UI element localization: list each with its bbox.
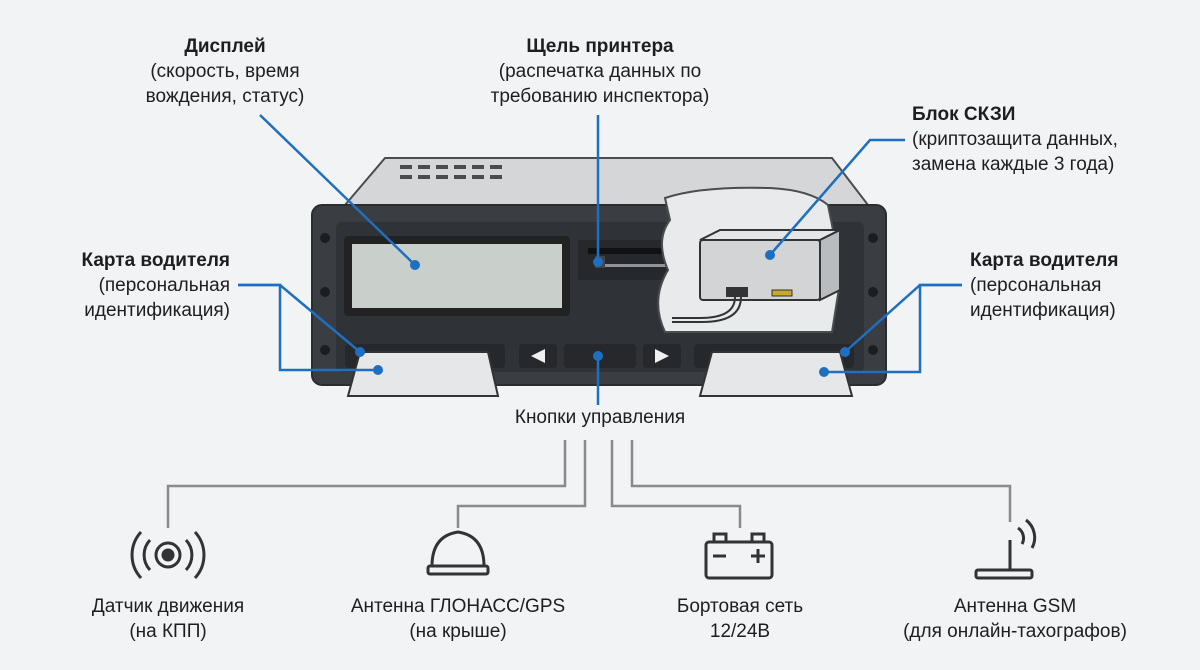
right-arrow-icon — [655, 349, 669, 363]
label-card-right-title: Карта водителя — [970, 250, 1119, 271]
control-row — [345, 344, 854, 397]
peripheral-power: Бортовая сеть 12/24В — [620, 594, 860, 644]
peripheral-motion-sensor: Датчик движения (на КПП) — [48, 594, 288, 644]
label-card-left-desc-2: идентификация) — [84, 300, 230, 321]
peripheral-power-line-1: Бортовая сеть — [676, 596, 804, 617]
label-display-desc-1: (скорость, время — [150, 61, 300, 82]
antenna-dome-icon — [426, 530, 490, 576]
peripheral-gnss-antenna-line-1: Антенна ГЛОНАСС/GPS — [350, 596, 566, 617]
connection-lines — [166, 440, 1012, 528]
callout-dots — [355, 250, 850, 377]
label-card-left-title: Карта водителя — [81, 250, 230, 271]
callout-lines — [238, 114, 962, 405]
label-skzi-desc-1: (криптозащита данных, — [912, 129, 1118, 150]
driver-card-right — [698, 351, 854, 397]
label-printer-desc-1: (распечатка данных по — [498, 61, 702, 82]
label-buttons-text: Кнопки управления — [514, 407, 686, 428]
gsm-antenna-icon — [974, 518, 1037, 580]
peripheral-gnss-antenna-line-2: (на крыше) — [409, 621, 507, 642]
peripheral-gsm-antenna-line-2: (для онлайн-тахографов) — [903, 621, 1127, 642]
label-printer-desc-2: требованию инспектора) — [490, 86, 710, 107]
peripheral-power-line-2: 12/24В — [709, 621, 771, 642]
peripheral-gnss-antenna: Антенна ГЛОНАСС/GPS (на крыше) — [318, 594, 598, 644]
label-printer-title: Щель принтера — [526, 36, 674, 57]
peripheral-gsm-antenna-line-1: Антенна GSM — [953, 596, 1077, 617]
label-card-right-desc-1: (персональная — [970, 275, 1102, 296]
label-card-left: Карта водителя (персональная идентификац… — [20, 248, 230, 323]
label-card-right-desc-2: идентификация) — [970, 300, 1116, 321]
label-display: Дисплей (скорость, время вождения, стату… — [120, 34, 330, 109]
label-skzi-desc-2: замена каждые 3 года) — [912, 154, 1115, 175]
driver-card-left — [346, 351, 500, 397]
battery-icon — [704, 532, 774, 580]
label-display-desc-2: вождения, статус) — [145, 86, 305, 107]
peripheral-gsm-antenna: Антенна GSM (для онлайн-тахографов) — [870, 594, 1160, 644]
skzi-cutaway — [657, 186, 842, 333]
vent-slots — [400, 165, 502, 179]
label-skzi: Блок СКЗИ (криптозащита данных, замена к… — [912, 102, 1182, 177]
peripheral-motion-sensor-line-1: Датчик движения — [91, 596, 245, 617]
display-screen — [344, 236, 570, 316]
label-buttons: Кнопки управления — [460, 405, 740, 430]
label-skzi-title: Блок СКЗИ — [912, 104, 1016, 125]
label-card-left-desc-1: (персональная — [98, 275, 230, 296]
label-printer: Щель принтера (распечатка данных по треб… — [470, 34, 730, 109]
left-arrow-icon — [531, 349, 545, 363]
peripheral-motion-sensor-line-2: (на КПП) — [129, 621, 207, 642]
label-card-right: Карта водителя (персональная идентификац… — [970, 248, 1180, 323]
motion-sensor-icon — [130, 530, 206, 580]
label-display-title: Дисплей — [184, 36, 266, 57]
